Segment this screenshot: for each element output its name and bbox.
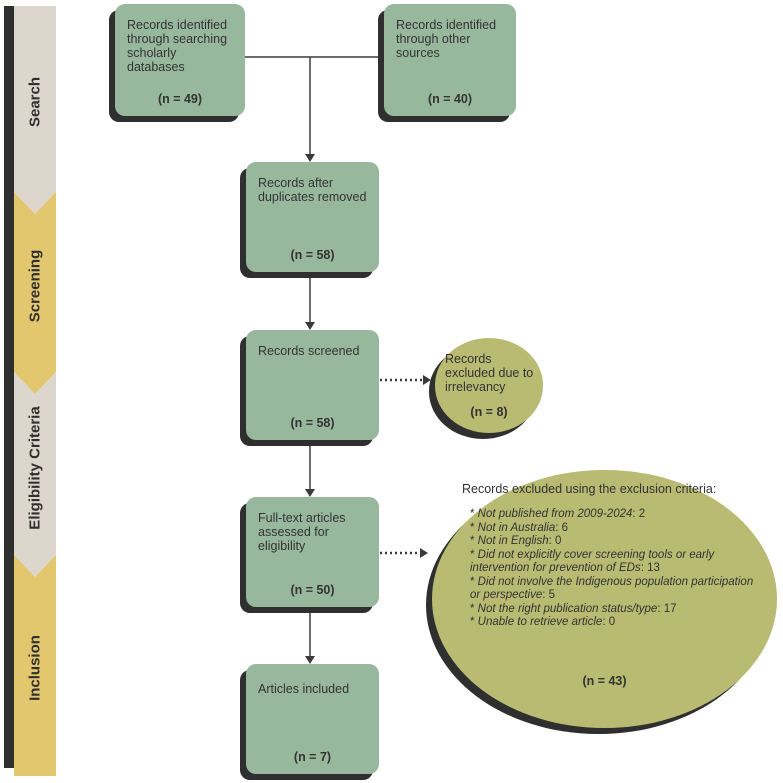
box-databases-count: (n = 49) xyxy=(157,92,203,106)
arrowhead-3 xyxy=(305,489,315,497)
arrowhead-dotted-1 xyxy=(423,375,431,385)
box-other-count: (n = 40) xyxy=(427,92,473,106)
stage-label-search: Search xyxy=(26,76,44,128)
stage-label-screening: Screening xyxy=(26,249,44,323)
box-screened-count: (n = 58) xyxy=(290,416,335,430)
box-fulltext-count: (n = 50) xyxy=(290,583,335,597)
box-databases-text: Records identified through searching sch… xyxy=(127,18,228,74)
box-other-text: Records identified through other sources xyxy=(396,18,497,60)
stage-label-inclusion: Inclusion xyxy=(26,635,44,701)
stage-eligibility-band xyxy=(14,372,56,577)
exclusion-list: * Not published from 2009-2024: 2 * Not … xyxy=(470,508,760,630)
box-other-sources: Records identified through other sources… xyxy=(384,4,516,116)
stage-inclusion-band xyxy=(14,555,56,776)
stage-search-band xyxy=(14,6,56,214)
box-full-text: Full-text articles assessed for eligibil… xyxy=(246,497,379,607)
box-duplicates-removed: Records after duplicates removed (n = 58… xyxy=(246,162,379,272)
oval-exclusion-criteria: Records excluded using the exclusion cri… xyxy=(432,470,777,728)
exclusion-item: * Not the right publication status/type:… xyxy=(470,602,677,615)
oval-irrelevant-text: Records excluded due to irrelevancy xyxy=(445,352,534,394)
arrowhead-4 xyxy=(305,656,315,664)
box-dedup-count: (n = 58) xyxy=(290,248,335,262)
exclusion-item: * Not in Australia: 6 xyxy=(470,521,569,534)
box-records-screened: Records screened (n = 58) xyxy=(246,330,379,440)
exclusion-item: * Did not involve the Indigenous populat… xyxy=(470,575,754,602)
exclusion-title: Records excluded using the exclusion cri… xyxy=(462,482,717,496)
box-databases: Records identified through searching sch… xyxy=(115,4,245,116)
box-included-count: (n = 7) xyxy=(293,750,332,764)
box-articles-included: Articles included (n = 7) xyxy=(246,664,379,774)
exclusion-item: * Did not explicitly cover screening too… xyxy=(470,548,715,575)
oval-irrelevant-count: (n = 8) xyxy=(470,405,508,419)
oval-irrelevant: Records excluded due to irrelevancy (n =… xyxy=(435,338,543,433)
box-fulltext-text: Full-text articles assessed for eligibil… xyxy=(258,511,346,553)
box-dedup-text: Records after duplicates removed xyxy=(258,176,367,204)
exclusion-item: * Not published from 2009-2024: 2 xyxy=(470,508,646,520)
stage-screening-band xyxy=(14,192,56,394)
box-included-text: Articles included xyxy=(258,682,350,696)
box-screened-text: Records screened xyxy=(258,344,360,358)
exclusion-count: (n = 43) xyxy=(582,674,627,688)
arrowhead-2 xyxy=(305,322,315,330)
exclusion-item: * Unable to retrieve article: 0 xyxy=(470,616,616,628)
stage-label-eligibility: Eligibility Criteria xyxy=(26,406,44,530)
exclusion-item: * Not in English: 0 xyxy=(470,535,562,547)
sidebar-shadow xyxy=(4,6,14,768)
arrowhead-1 xyxy=(305,154,315,162)
arrowhead-dotted-2 xyxy=(420,548,428,558)
